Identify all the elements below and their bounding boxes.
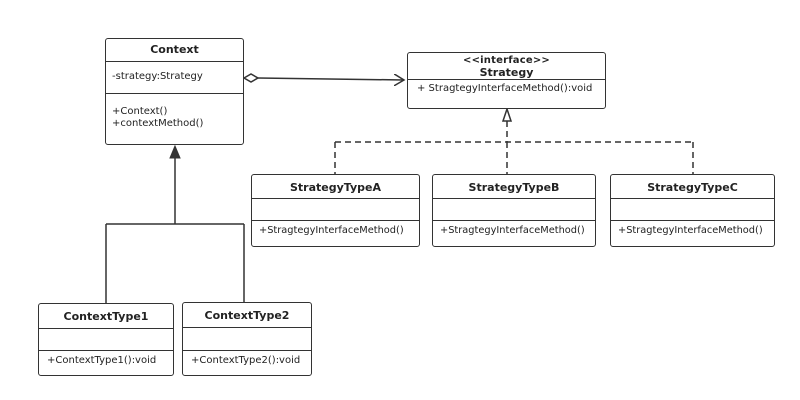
generalization-arrowhead <box>169 144 181 159</box>
method-context-constructor: +Context() <box>112 106 168 117</box>
method-strategy-type-c: +StragtegyInterfaceMethod() <box>618 225 763 236</box>
method-context-method: +contextMethod() <box>112 118 204 129</box>
class-strategy-type-b-attributes <box>433 199 595 221</box>
class-strategy-type-b-methods: +StragtegyInterfaceMethod() <box>433 221 595 238</box>
class-strategy-type-c-attributes <box>611 199 774 221</box>
interface-strategy[interactable]: <<interface>> Strategy + StragtegyInterf… <box>407 52 606 109</box>
class-context-type2-methods: +ContextType2():void <box>183 351 311 371</box>
class-strategy-type-c[interactable]: StrategyTypeC +StragtegyInterfaceMethod(… <box>610 174 775 247</box>
class-context-name: Context <box>106 39 243 62</box>
interface-strategy-methods: + StragtegyInterfaceMethod():void <box>408 80 605 99</box>
class-context-attributes: -strategy:Strategy <box>106 62 243 94</box>
class-context-type1[interactable]: ContextType1 +ContextType1():void <box>38 303 174 376</box>
realization-triangle <box>501 106 513 122</box>
class-strategy-type-a[interactable]: StrategyTypeA +StragtegyInterfaceMethod(… <box>251 174 420 247</box>
method-strategy-type-b: +StragtegyInterfaceMethod() <box>440 225 585 236</box>
method-strategy-interface: + StragtegyInterfaceMethod():void <box>417 83 593 94</box>
method-context-type1: +ContextType1():void <box>47 355 157 366</box>
method-context-type2: +ContextType2():void <box>191 355 301 366</box>
association-line <box>257 78 404 80</box>
class-strategy-type-a-methods: +StragtegyInterfaceMethod() <box>252 221 419 238</box>
class-strategy-type-c-methods: +StragtegyInterfaceMethod() <box>611 221 774 238</box>
aggregation-diamond <box>242 73 260 83</box>
interface-stereotype: <<interface>> <box>463 55 550 66</box>
class-context-type2-name: ContextType2 <box>183 303 311 328</box>
class-strategy-type-b[interactable]: StrategyTypeB +StragtegyInterfaceMethod(… <box>432 174 596 247</box>
class-context-type2-attributes <box>183 328 311 351</box>
class-strategy-type-b-name: StrategyTypeB <box>433 175 595 199</box>
class-context-type1-name: ContextType1 <box>39 304 173 329</box>
interface-strategy-name: Strategy <box>479 66 534 79</box>
class-strategy-type-c-name: StrategyTypeC <box>611 175 774 199</box>
interface-strategy-header: <<interface>> Strategy <box>408 53 605 80</box>
class-context-type2[interactable]: ContextType2 +ContextType2():void <box>182 302 312 376</box>
class-strategy-type-a-attributes <box>252 199 419 221</box>
method-strategy-type-a: +StragtegyInterfaceMethod() <box>259 225 404 236</box>
class-context-type1-methods: +ContextType1():void <box>39 351 173 371</box>
class-strategy-type-a-name: StrategyTypeA <box>252 175 419 199</box>
attribute-strategy: -strategy:Strategy <box>112 71 203 82</box>
class-context[interactable]: Context -strategy:Strategy +Context() +c… <box>105 38 244 145</box>
class-context-methods: +Context() +contextMethod() <box>106 94 243 134</box>
class-context-type1-attributes <box>39 329 173 351</box>
